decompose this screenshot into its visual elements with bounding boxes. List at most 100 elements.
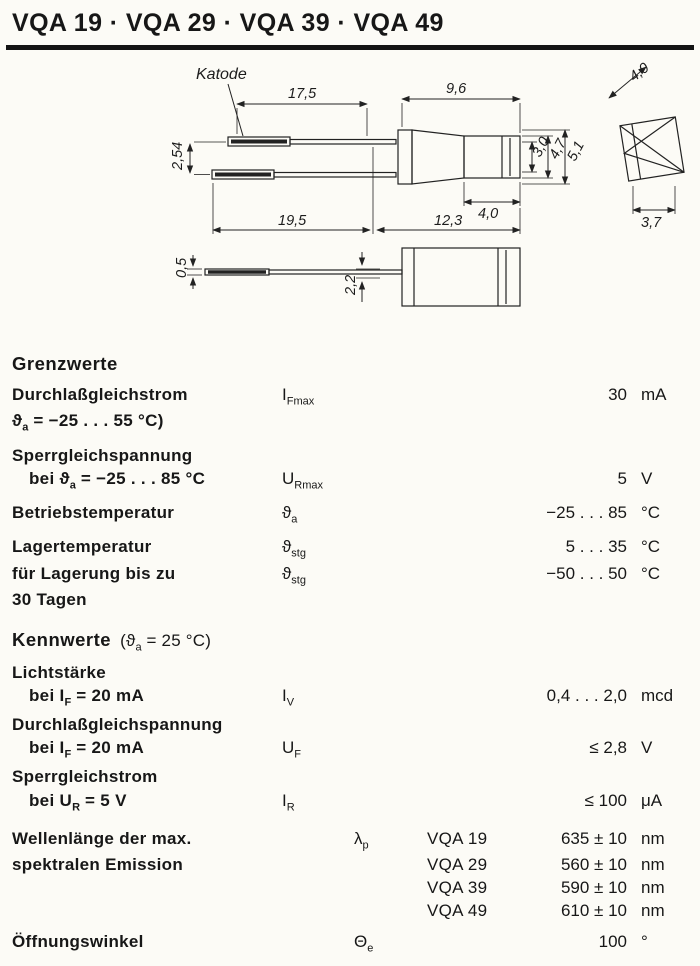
spec-unit: nm — [641, 855, 665, 875]
spec-unit: °C — [641, 503, 661, 523]
symbol-sub: V — [286, 696, 295, 709]
symbol-main: ϑ — [282, 503, 292, 523]
spec-label: Lagertemperatur — [12, 537, 152, 557]
row-durchlassgleichspannung: bei IF = 20 mA UF ≤ 2,8 V — [12, 738, 686, 764]
symbol-main: U — [282, 738, 295, 758]
spec-unit: ° — [641, 932, 648, 952]
spec-value: ≤ 2,8 — [589, 738, 627, 758]
cond-post: = 5 V — [80, 790, 127, 810]
symbol-sub: p — [362, 839, 369, 852]
row-sperrgleichspannung-head: Sperrgleichspannung — [12, 443, 686, 469]
model-name: VQA 29 — [427, 855, 488, 875]
cond-sub: a — [135, 641, 142, 654]
spec-label: für Lagerung bis zu — [12, 563, 176, 583]
spec-unit: mA — [641, 385, 667, 404]
katode-label: Katode — [196, 66, 247, 83]
symbol-main: Θ — [354, 932, 368, 952]
cond-post: = −25 . . . 55 °C) — [28, 411, 164, 431]
cond-pre: ϑ — [12, 411, 23, 431]
dim-12-3: 12,3 — [434, 213, 462, 229]
technical-drawing: Katode 17,5 9,6 4,0 2,54 3,0 4,7 5,1 4,0… — [170, 60, 685, 307]
spec-symbol: ϑstg — [282, 564, 427, 587]
spec-condition: ϑa = −25 . . . 55 °C) — [12, 411, 682, 434]
symbol-sub: R — [286, 800, 295, 813]
cond-sub: F — [64, 696, 72, 709]
dim-9-6: 9,6 — [446, 81, 467, 97]
symbol-main: U — [282, 468, 295, 488]
drawing-wrap: Katode 17,5 9,6 4,0 2,54 3,0 4,7 5,1 4,0… — [0, 52, 700, 347]
spec-group-label: Lichtstärke — [12, 662, 107, 682]
heading-text: Kennwerte — [12, 629, 112, 651]
spec-unit: mcd — [641, 685, 674, 705]
model-name: VQA 19 — [427, 828, 488, 848]
spec-label: Wellenlänge der max. — [12, 828, 192, 848]
row-sperrgleichstrom: bei UR = 5 V IR ≤ 100 μA — [12, 791, 686, 817]
dim-5-1: 5,1 — [564, 139, 588, 164]
dim-3-7: 3,7 — [641, 215, 662, 231]
cond-post: = 25 °C) — [141, 631, 212, 651]
spec-value: 610 ± 10 — [560, 901, 627, 921]
spec-value: 0,4 . . . 2,0 — [546, 685, 627, 705]
spec-symbol: Θe — [282, 932, 427, 955]
cond-pre: (ϑ — [120, 631, 136, 651]
row-wellenlaenge-4: VQA 49 610 ± 10 nm — [12, 901, 686, 924]
spec-value: −50 . . . 50 — [546, 563, 627, 583]
symbol-sub: Rmax — [294, 479, 324, 492]
cond-sub: a — [22, 421, 29, 434]
grenzwerte-heading: Grenzwerte — [12, 353, 118, 374]
spec-value: 5 . . . 35 — [565, 537, 627, 557]
symbol-main: I — [282, 385, 287, 404]
spec-group-label: Durchlaßgleichspannung — [12, 715, 223, 735]
led-bottom-view — [187, 247, 521, 307]
spec-unit: nm — [641, 878, 665, 898]
kennwerte-heading: Kennwerte (ϑa = 25 °C) — [12, 629, 686, 653]
symbol-sub: Fmax — [286, 395, 315, 408]
spec-value: 590 ± 10 — [560, 878, 627, 898]
spec-symbol: IV — [282, 686, 427, 709]
cond-post: = 20 mA — [71, 685, 145, 705]
row-durchlass-condition: ϑa = −25 . . . 55 °C) — [12, 411, 686, 437]
cond-pre: bei U — [29, 790, 73, 810]
dim-17-5: 17,5 — [288, 86, 317, 102]
spec-label: Durchlaßgleichstrom — [12, 385, 188, 404]
spec-condition: bei IF = 20 mA — [12, 686, 282, 709]
symbol-sub: stg — [291, 574, 306, 587]
spec-symbol: URmax — [282, 469, 427, 492]
cond-sub: a — [69, 479, 76, 492]
dim-2-54: 2,54 — [170, 142, 186, 171]
led-front-view — [608, 66, 685, 214]
row-durchlassgleichspannung-head: Durchlaßgleichspannung — [12, 712, 686, 738]
symbol-main: ϑ — [282, 537, 292, 557]
symbol-main: λ — [354, 828, 363, 848]
symbol-sub: stg — [291, 547, 306, 560]
spec-symbol: λp — [282, 829, 427, 852]
heading-condition: (ϑa = 25 °C) — [120, 631, 212, 653]
row-sperrgleichspannung: bei ϑa = −25 . . . 85 °C URmax 5 V — [12, 469, 686, 495]
spec-group-label: Sperrgleichstrom — [12, 767, 158, 787]
dim-19-5: 19,5 — [278, 213, 307, 229]
spec-value: 5 — [617, 468, 627, 488]
spec-condition: bei ϑa = −25 . . . 85 °C — [12, 469, 282, 492]
spec-unit: nm — [641, 901, 665, 921]
spec-symbol: UF — [282, 738, 427, 761]
spec-unit: °C — [641, 563, 661, 583]
symbol-main: I — [282, 790, 287, 810]
row-lagertemperatur-2: für Lagerung bis zu ϑstg −50 . . . 50 °C — [12, 564, 686, 590]
page-title: VQA 19 · VQA 29 · VQA 39 · VQA 49 — [12, 9, 444, 37]
row-wellenlaenge-2: spektralen Emission VQA 29 560 ± 10 nm — [12, 855, 686, 878]
spec-unit: μA — [641, 790, 663, 810]
symbol-sub: F — [294, 748, 302, 761]
spec-condition: bei IF = 20 mA — [12, 738, 282, 761]
spec-value: 560 ± 10 — [560, 855, 627, 875]
spec-symbol: ϑa — [282, 503, 427, 526]
symbol-main: ϑ — [282, 563, 292, 583]
symbol-sub: a — [291, 513, 298, 526]
spec-label: 30 Tagen — [12, 590, 87, 610]
spec-symbol: IFmax — [282, 385, 427, 408]
spec-group-label: Sperrgleichspannung — [12, 445, 193, 465]
row-wellenlaenge-3: VQA 39 590 ± 10 nm — [12, 878, 686, 901]
dim-2-2: 2,2 — [343, 275, 359, 296]
spec-unit: nm — [641, 828, 665, 848]
spec-unit: V — [641, 468, 653, 488]
